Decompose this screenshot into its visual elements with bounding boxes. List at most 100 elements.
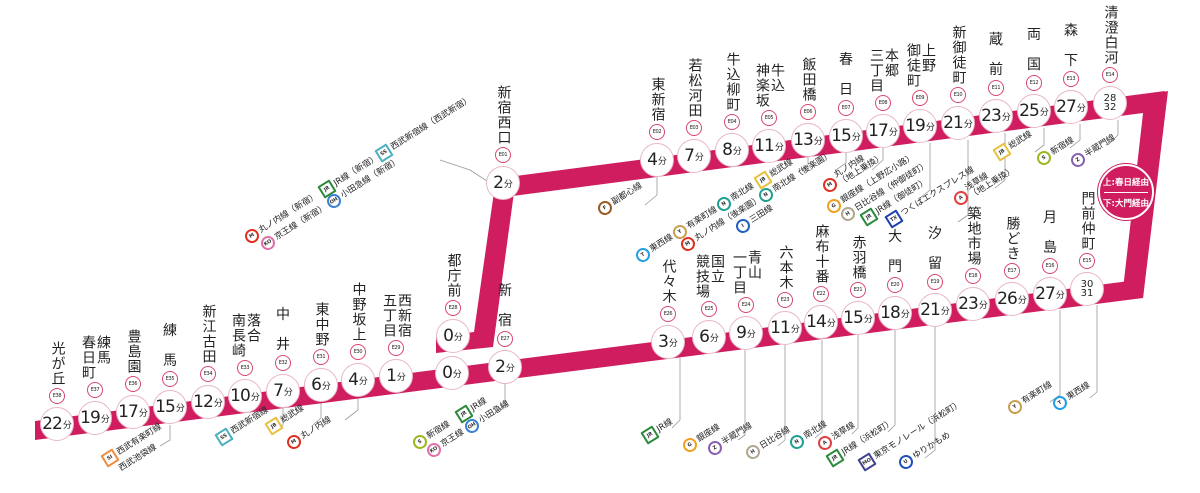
station-name[interactable]: 青山 一丁目 [731,250,762,295]
minutes-unit: 分 [657,156,667,167]
station-name[interactable]: 六本木 [777,245,794,290]
station-name[interactable]: 大 門 [888,229,902,275]
station-name[interactable]: 両 国 [1027,27,1041,73]
station-name[interactable]: 森 下 [1064,23,1078,69]
station-name[interactable]: 勝どき [1004,216,1021,261]
station-name[interactable]: 蔵 前 [989,32,1003,78]
station-name[interactable]: 牛込 神楽坂 [754,63,785,108]
minutes-unit: 分 [138,408,148,419]
station-name[interactable]: 中野坂上 [350,282,367,342]
station-name[interactable]: 門前仲町 [1079,191,1096,251]
station-number-badge: E15 [1079,253,1095,269]
station-name[interactable]: 新御徒町 [950,25,967,85]
station-name[interactable]: 麻布十番 [813,224,830,284]
station-name[interactable]: 築地市場 [965,206,982,266]
station-name[interactable]: 汐 留 [928,226,942,272]
station-name[interactable]: 代々木 [660,259,677,304]
station-name[interactable]: 上野 御徒町 [905,43,936,88]
station-name[interactable]: 練馬 春日町 [80,335,111,380]
station-name[interactable]: 都庁前 [445,253,462,298]
station-name[interactable]: 豊島園 [125,329,142,374]
station-name[interactable]: 新 宿 [498,283,512,329]
minutes-unit: 分 [452,369,462,380]
station-name[interactable]: 光が丘 [49,341,66,386]
station-time-circle[interactable]: 30 31 [1070,272,1104,306]
station-time: 17 [118,401,139,422]
leader-line [1107,120,1119,146]
station-time-circle[interactable]: 28 32 [1093,86,1127,120]
station-number-badge: E18 [965,268,981,284]
leader-line [344,397,359,421]
station-name[interactable]: 春 日 [839,52,853,98]
station-number-badge: E26 [660,306,676,322]
station-time: 7 [273,380,284,401]
leader-line [797,157,809,173]
station-name[interactable]: 牛込柳町 [724,52,741,112]
minutes-unit: 分 [940,306,950,317]
station-name[interactable]: 飯田橋 [800,57,817,102]
station-name[interactable]: 清澄白河 [1102,5,1119,65]
minutes-unit: 分 [453,332,463,343]
station-name[interactable]: 練 馬 [163,323,177,369]
minutes-unit: 分 [813,136,823,147]
station-name[interactable]: 中 井 [276,307,290,353]
station-name[interactable]: 国立 競技場 [694,254,725,299]
leader-line [1034,128,1045,153]
station-name[interactable]: 本郷 三丁目 [868,48,899,93]
station-name[interactable]: 月 島 [1043,210,1057,256]
station-time: 15 [843,307,864,328]
station-name[interactable]: 落合 南長崎 [230,313,261,358]
station-number-badge: E29 [388,340,404,356]
station-name[interactable]: 新宿西口 [495,85,512,145]
station-number-badge: E04 [724,114,740,130]
station-time: 3 [658,331,669,352]
station-name[interactable]: 赤羽橋 [850,235,867,280]
station-name[interactable]: 新江古田 [200,304,217,364]
station-time: 28 32 [1103,93,1117,113]
station-time: 21 [920,299,941,320]
station-name[interactable]: 東中野 [313,302,330,347]
minutes-unit: 分 [746,329,756,340]
station-name[interactable]: 若松河田 [686,58,703,118]
route-legend: 上:春日経由 下:大門経由 [1098,164,1154,220]
station-name[interactable]: 東新宿 [649,77,666,122]
station-name[interactable]: 西新宿 五丁目 [381,293,412,338]
